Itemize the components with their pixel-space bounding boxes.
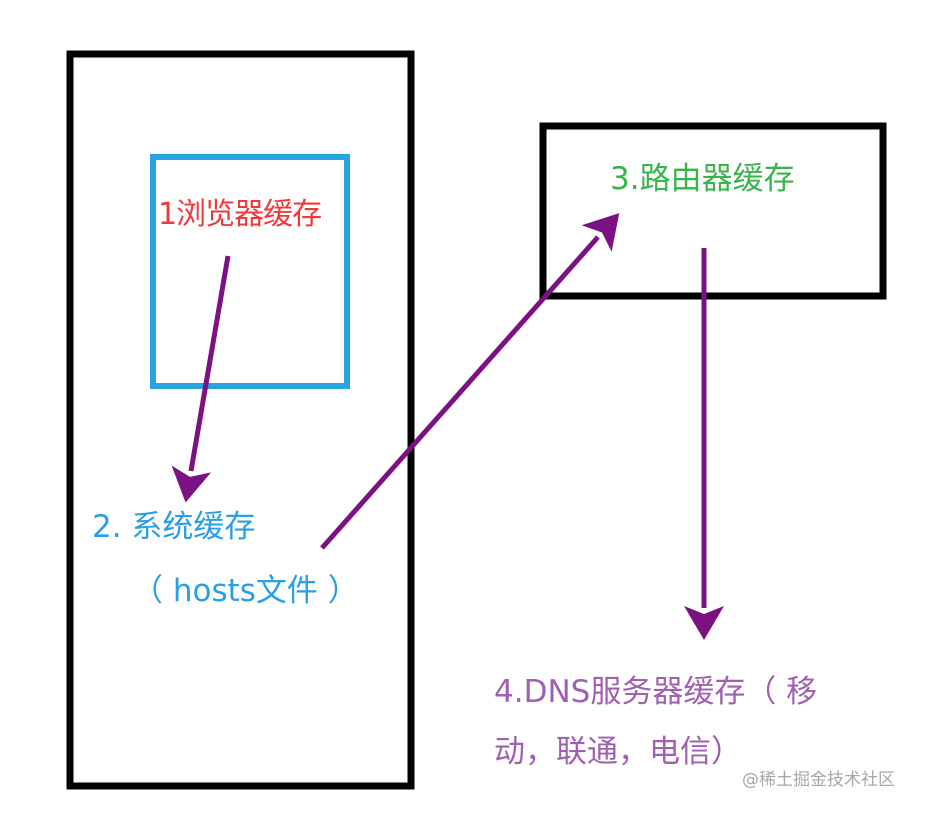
os-box (66, 50, 415, 790)
browser-box (150, 154, 350, 389)
dns-cache-label-line1: 4.DNS服务器缓存（ 移 (494, 674, 818, 710)
system-cache-label: 2. 系统缓存 (92, 509, 256, 545)
router-cache-label: 3.路由器缓存 (610, 161, 795, 197)
browser-cache-label: 1浏览器缓存 (158, 197, 322, 232)
hosts-file-label: （ hosts文件 ） (132, 573, 359, 609)
dns-cache-label-line2: 动，联通，电信） (494, 734, 742, 770)
arrow-browser-to-system (171, 255, 231, 503)
router-box (539, 122, 887, 300)
watermark-text: @稀土掘金技术社区 (742, 770, 895, 790)
arrow-system-to-router (320, 213, 620, 550)
